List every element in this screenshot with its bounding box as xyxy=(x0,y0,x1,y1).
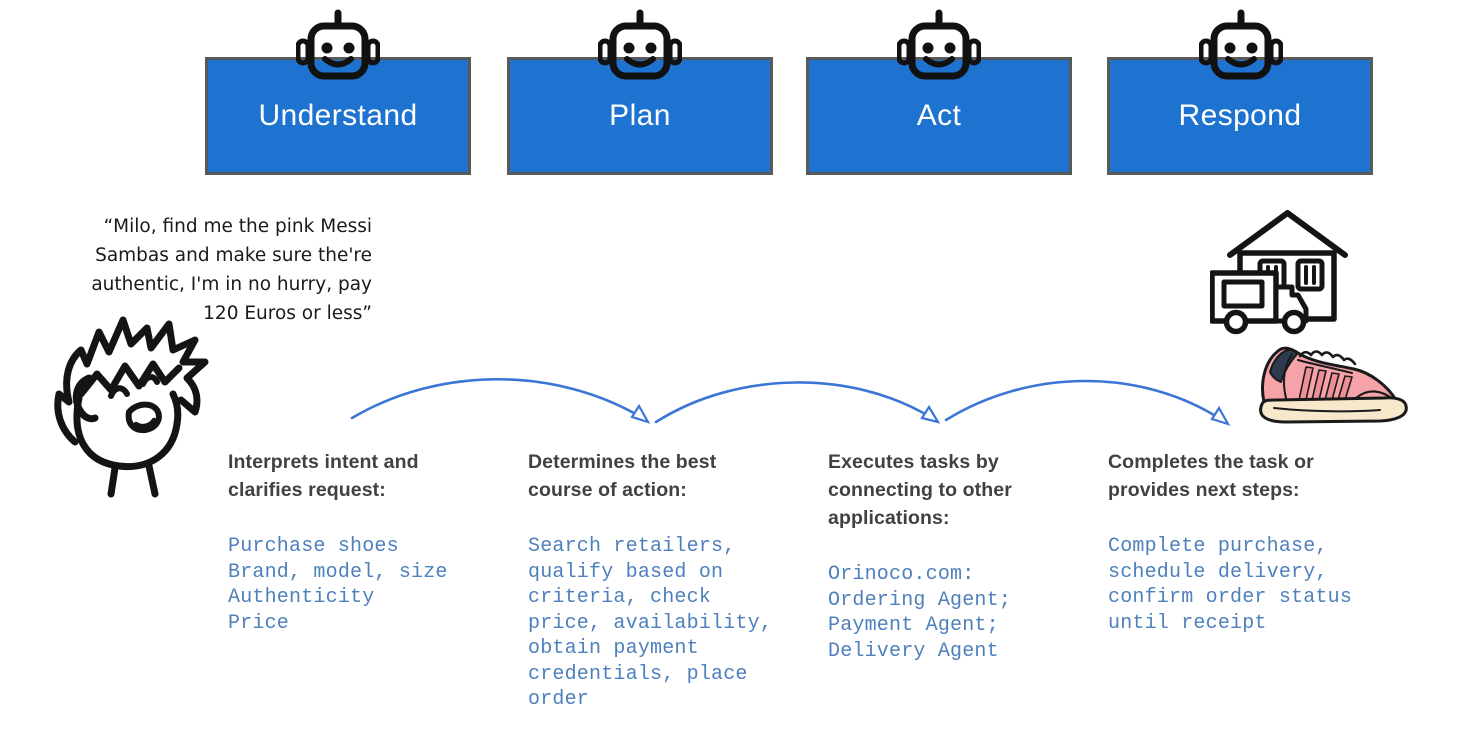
sneaker-sole-line xyxy=(1273,407,1381,413)
stage-desc-respond: Completes the task or provides next step… xyxy=(1108,448,1380,636)
sneaker-laces xyxy=(1298,350,1357,366)
stage-label-respond: Respond xyxy=(1178,99,1302,132)
stage-desc-details: Orinoco.com: Ordering Agent; Payment Age… xyxy=(828,563,1012,663)
curved-arrow-2 xyxy=(654,381,934,424)
truck-cargo-window xyxy=(1221,279,1265,309)
stage-desc-act: Executes tasks by connecting to other ap… xyxy=(828,448,1080,664)
right-eye xyxy=(140,374,160,387)
arrowhead-1 xyxy=(630,403,651,424)
laughing-person-sketch xyxy=(54,316,209,498)
user-request-quote: “Milo, find me the pink Messi Sambas and… xyxy=(91,216,372,324)
stage-desc-details: Purchase shoes Brand, model, size Authen… xyxy=(228,535,448,635)
truck-wheel xyxy=(1223,309,1249,335)
truck-wheel xyxy=(1281,309,1307,335)
stage-label-plan: Plan xyxy=(609,99,671,132)
house-and-delivery-truck-icon xyxy=(1210,210,1348,335)
stage-desc-details: Search retailers, qualify based on crite… xyxy=(528,535,773,711)
robot-icon xyxy=(897,8,981,88)
stage-desc-heading: Executes tasks by connecting to other ap… xyxy=(828,451,1012,529)
robot-icon xyxy=(598,8,682,88)
ear xyxy=(72,374,99,423)
stage-desc-plan: Determines the best course of action: Se… xyxy=(528,448,780,713)
stage-desc-understand: Interprets intent and clarifies request:… xyxy=(228,448,480,636)
house-roof xyxy=(1227,210,1348,258)
stage-desc-heading: Determines the best course of action: xyxy=(528,451,717,501)
stage-label-understand: Understand xyxy=(258,99,418,132)
sneaker-sole xyxy=(1259,396,1408,424)
arrowhead-2 xyxy=(920,404,941,424)
stage-desc-heading: Interprets intent and clarifies request: xyxy=(228,451,419,501)
tongue-line xyxy=(133,417,157,429)
face-outline xyxy=(73,390,182,471)
robot-icon xyxy=(1199,8,1283,88)
sneaker-heel-line xyxy=(1283,353,1293,399)
neck-left xyxy=(107,464,119,498)
hair-outline xyxy=(54,316,209,446)
curved-flow-arrows xyxy=(350,377,1231,426)
arrowhead-3 xyxy=(1210,405,1231,426)
curved-arrow-3 xyxy=(944,379,1224,422)
house-window xyxy=(1295,258,1325,292)
left-eye xyxy=(108,385,130,399)
stage-label-act: Act xyxy=(916,99,962,132)
stage-desc-heading: Completes the task or provides next step… xyxy=(1108,451,1314,501)
neck-right xyxy=(145,462,159,498)
stage-desc-details: Complete purchase, schedule delivery, co… xyxy=(1108,535,1353,635)
sneaker-lace-stay xyxy=(1297,359,1353,374)
pink-samba-sneaker-illustration xyxy=(1259,346,1408,424)
robot-icon xyxy=(296,8,380,88)
curved-arrow-1 xyxy=(350,377,648,422)
hair-fringe xyxy=(77,360,183,398)
